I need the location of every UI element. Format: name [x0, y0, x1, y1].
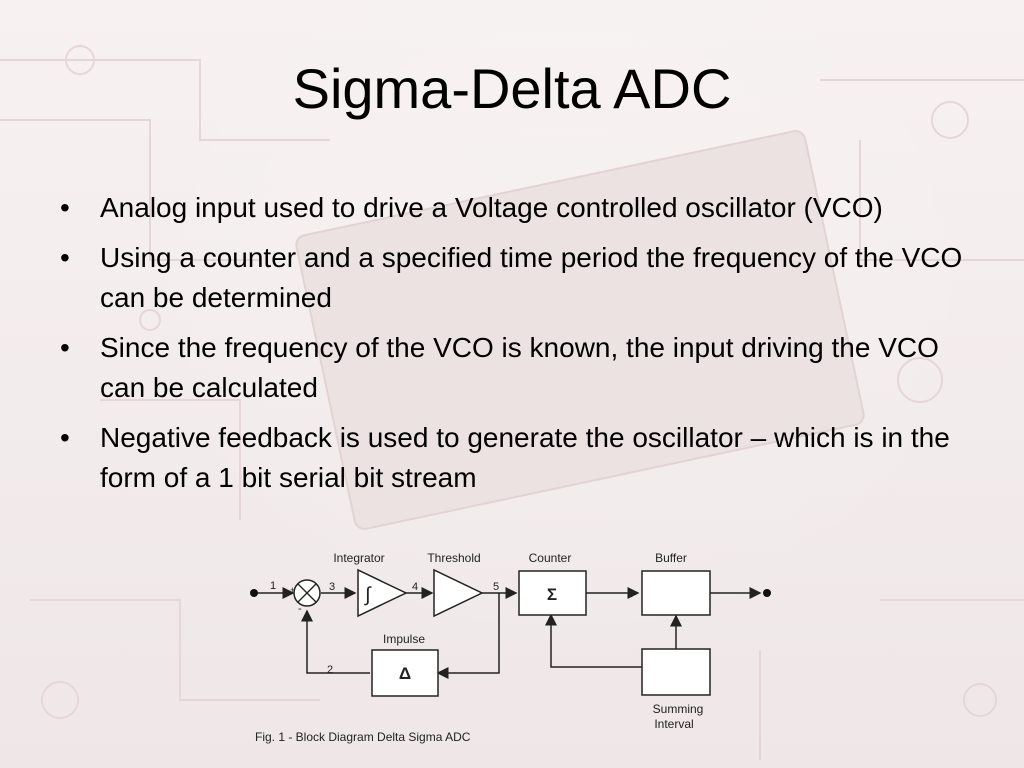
counter-block: [518, 570, 587, 616]
impulse-block: [371, 649, 439, 697]
bullet-marker: •: [60, 242, 70, 273]
slide-title: Sigma-Delta ADC: [292, 57, 732, 120]
input-terminal: [250, 589, 258, 597]
counter-label: Counter: [529, 551, 572, 565]
buffer-block: [641, 570, 711, 616]
threshold-label: Threshold: [427, 551, 480, 565]
figure-caption: Fig. 1 - Block Diagram Delta Sigma ADC: [255, 730, 471, 744]
output-terminal: [763, 589, 771, 597]
integral-symbol: ∫: [364, 584, 372, 606]
bullet-marker: •: [60, 192, 70, 223]
node-2: 2: [327, 664, 333, 676]
sum-plus-sign: +: [290, 585, 295, 595]
node-3: 3: [329, 581, 335, 593]
wire-interval-to-counter: [545, 613, 642, 668]
bullet-text: Since the frequency of the VCO is known,…: [100, 332, 939, 403]
integrator-label: Integrator: [333, 551, 384, 565]
integrator-block: [357, 568, 408, 618]
bullet-item: • Since the frequency of the VCO is know…: [56, 328, 976, 408]
bullet-text: Analog input used to drive a Voltage con…: [100, 192, 883, 223]
wire-impulse-to-sum: [301, 609, 370, 674]
bullet-text: Using a counter and a specified time per…: [100, 242, 963, 313]
summing-interval-block: [641, 648, 711, 696]
summing-junction: [293, 579, 321, 607]
bullet-text: Negative feedback is used to generate th…: [100, 422, 950, 493]
node-4: 4: [412, 581, 418, 593]
threshold-block: [433, 568, 484, 618]
summing-interval-label-line1: Summing: [653, 702, 704, 716]
buffer-label: Buffer: [655, 551, 687, 565]
bullet-item: • Using a counter and a specified time p…: [56, 238, 976, 318]
block-diagram: + - ∫ Σ Δ Integrator Threshold Counter B…: [250, 551, 771, 744]
wire-feedback-to-impulse: [436, 593, 500, 679]
sigma-symbol: Σ: [547, 585, 557, 604]
summing-interval-label-line2: Interval: [654, 717, 693, 731]
sum-minus-sign: -: [298, 603, 302, 615]
impulse-label: Impulse: [383, 632, 425, 646]
bullet-item: • Negative feedback is used to generate …: [56, 418, 976, 498]
node-1: 1: [270, 580, 276, 592]
bullet-marker: •: [60, 332, 70, 363]
bullet-list: • Analog input used to drive a Voltage c…: [56, 188, 976, 508]
bullet-marker: •: [60, 422, 70, 453]
bullet-item: • Analog input used to drive a Voltage c…: [56, 188, 976, 228]
node-5: 5: [493, 581, 499, 593]
delta-symbol: Δ: [399, 664, 411, 683]
